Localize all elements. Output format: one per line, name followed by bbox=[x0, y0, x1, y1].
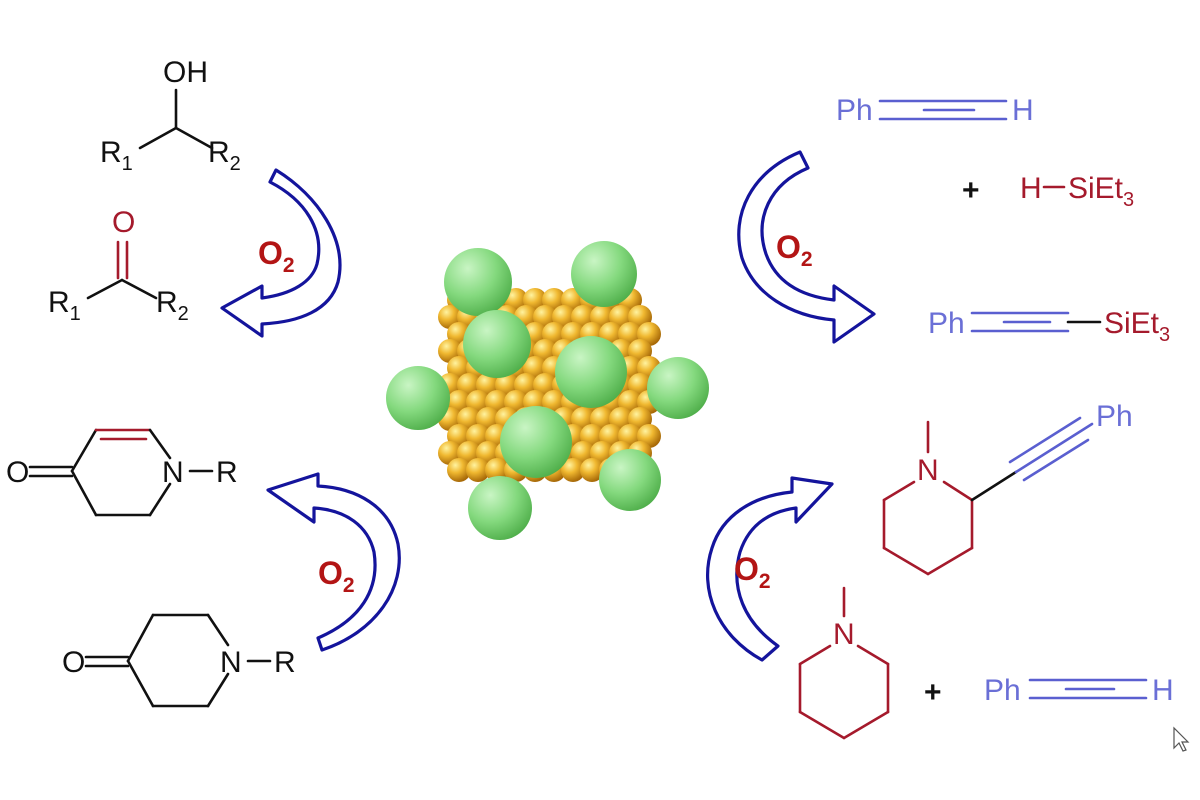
phenyl-label: Ph bbox=[836, 94, 873, 127]
piperidinone-structure: O N R bbox=[62, 613, 296, 708]
curved-arrow-icon bbox=[220, 168, 342, 338]
hydrogen-label: H bbox=[1020, 172, 1042, 205]
hydrogen-label: H bbox=[1012, 94, 1034, 127]
gold-atom bbox=[466, 458, 490, 482]
plus-sign: + bbox=[962, 174, 980, 207]
ketone-structure: O R1 R2 bbox=[48, 206, 189, 325]
oxygen-oxidant-label: O2 bbox=[258, 235, 295, 277]
nitrogen-label: N bbox=[162, 456, 184, 489]
ligand-cap bbox=[386, 366, 450, 430]
ligand-cap bbox=[571, 241, 637, 307]
ligand-cap bbox=[468, 476, 532, 540]
ligand-cap bbox=[444, 248, 512, 316]
mouse-pointer-icon bbox=[1173, 726, 1190, 752]
r1-label: R1 bbox=[100, 136, 133, 175]
ligand-cap bbox=[500, 406, 572, 478]
oxygen-label: O bbox=[62, 646, 85, 679]
gold-atom bbox=[447, 458, 471, 482]
oxygen-oxidant-label: O2 bbox=[734, 551, 771, 593]
nitrogen-label: N bbox=[917, 454, 939, 487]
r-group-label: R bbox=[274, 646, 296, 679]
secondary-alcohol-structure: OH R1 R2 bbox=[100, 56, 241, 175]
gold-atom bbox=[561, 458, 585, 482]
ligand-cap bbox=[463, 310, 531, 378]
nitrogen-label: N bbox=[220, 646, 242, 679]
alkynyl-piperidine-structure: N Ph bbox=[882, 400, 1133, 576]
gold-atom bbox=[485, 458, 509, 482]
gold-nanocluster-icon bbox=[386, 241, 709, 540]
silyl-label: SiEt3 bbox=[1068, 172, 1134, 211]
phenyl-label: Ph bbox=[984, 674, 1021, 707]
phenylacetylene-structure: Ph H bbox=[836, 94, 1034, 127]
curved-arrow-icon bbox=[737, 150, 876, 344]
n-methylpiperidine-structure: N bbox=[798, 586, 890, 740]
r-group-label: R bbox=[216, 456, 238, 489]
alkynylsilane-structure: Ph SiEt3 bbox=[928, 307, 1170, 346]
oxygen-oxidant-label: O2 bbox=[776, 229, 813, 271]
curved-arrow-icon bbox=[706, 476, 834, 662]
nitrogen-label: N bbox=[833, 618, 855, 651]
r1-label: R1 bbox=[48, 286, 81, 325]
ligand-cap bbox=[599, 449, 661, 511]
r2-label: R2 bbox=[156, 286, 189, 325]
phenyl-label: Ph bbox=[928, 307, 965, 340]
phenylacetylene-structure: Ph H bbox=[984, 674, 1174, 707]
triethylsilane-structure: H SiEt3 bbox=[1020, 172, 1134, 211]
hydrogen-label: H bbox=[1152, 674, 1174, 707]
gold-atom bbox=[580, 458, 604, 482]
plus-sign: + bbox=[924, 676, 942, 709]
ligand-cap bbox=[647, 357, 709, 419]
phenyl-label: Ph bbox=[1096, 400, 1133, 433]
ligand-cap bbox=[555, 336, 627, 408]
dihydropyridinone-structure: O N R bbox=[6, 428, 238, 517]
oxygen-oxidant-label: O2 bbox=[318, 555, 355, 597]
silyl-label: SiEt3 bbox=[1104, 307, 1170, 346]
oxygen-label: O bbox=[6, 456, 29, 489]
hydroxyl-label: OH bbox=[163, 56, 208, 89]
r2-label: R2 bbox=[208, 136, 241, 175]
curved-arrow-icon bbox=[266, 472, 401, 652]
carbonyl-oxygen-label: O bbox=[112, 206, 135, 239]
